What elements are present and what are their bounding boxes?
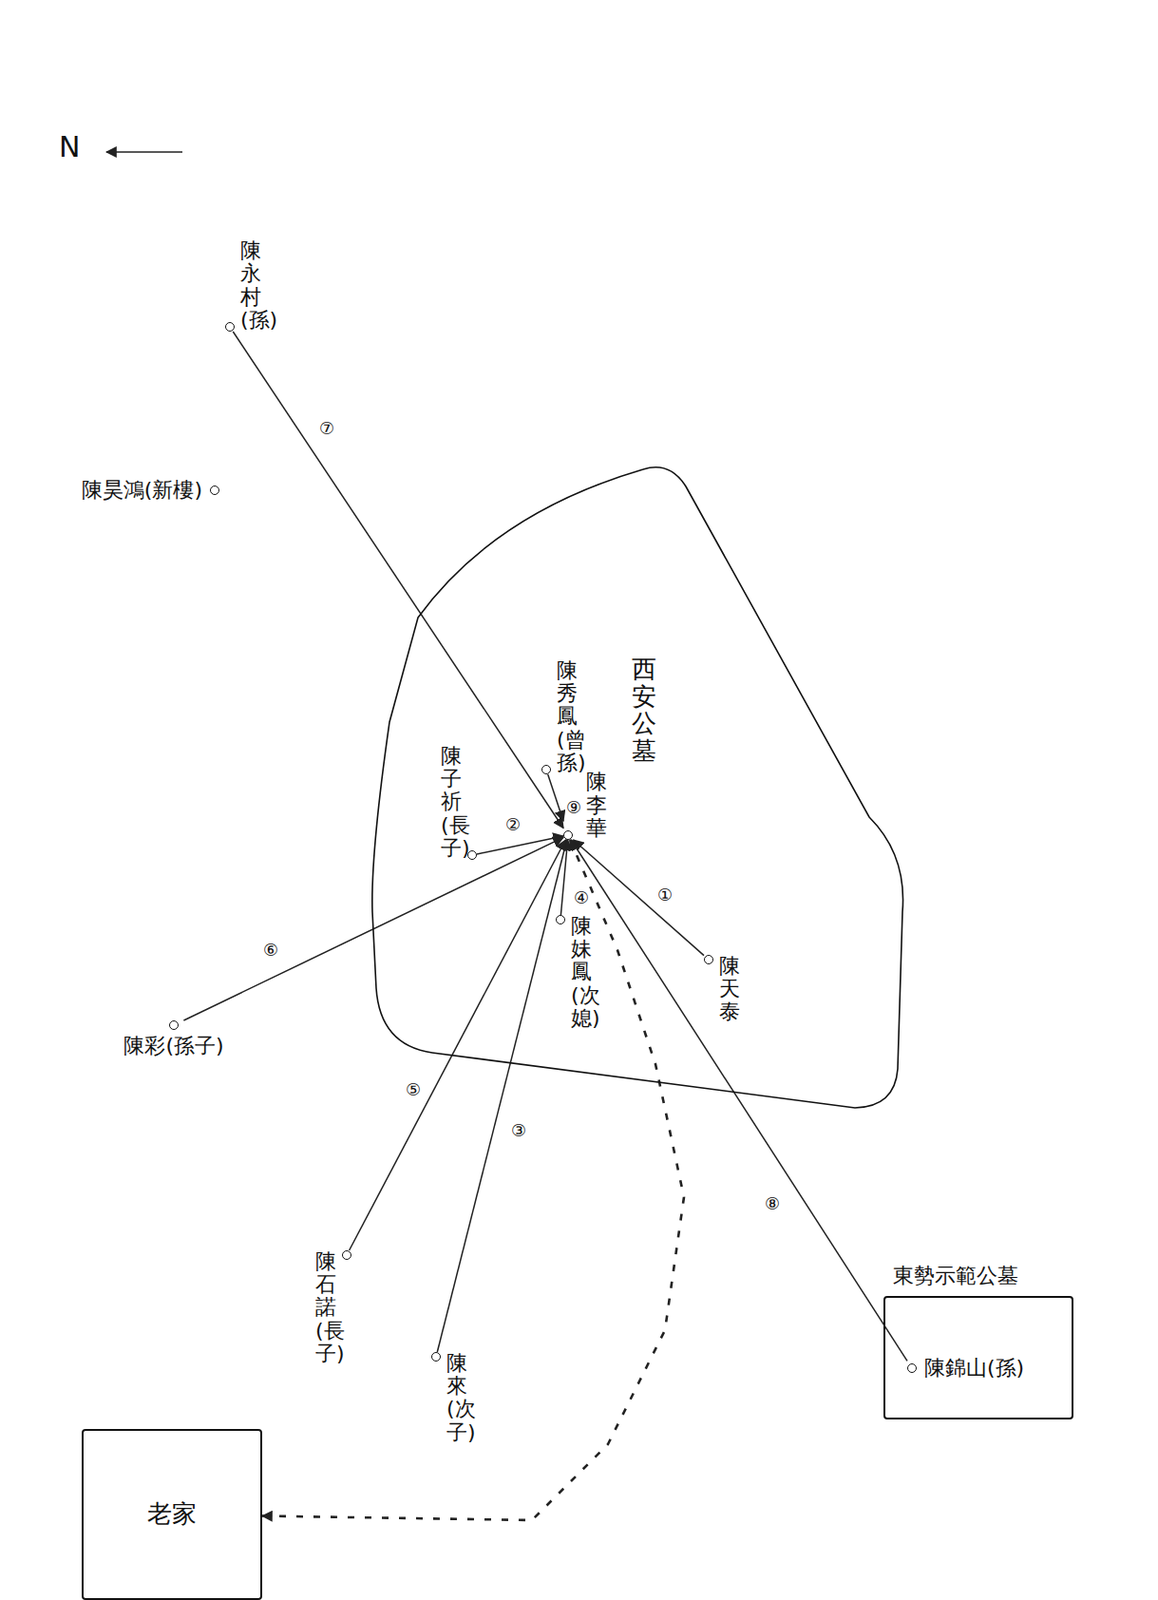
person-name: 陳錦山(孫): [924, 1355, 1025, 1381]
north-arrow: [106, 151, 183, 153]
cemetery-region: 西安公墓陳李華陳秀鳳(曾孫) 陳子祈(長子) 陳妹鳳(次媳) 陳天泰: [368, 463, 911, 1115]
grave-dot: [169, 1020, 179, 1030]
callout-number: ①: [656, 885, 674, 905]
callout-number: ⑨: [565, 797, 583, 817]
grave-marker: 陳妹鳳(次媳): [555, 914, 592, 1030]
grave-marker: 陳彩(孫子): [123, 1020, 224, 1059]
grave-dot: [209, 485, 220, 495]
lineage-line: [560, 839, 568, 915]
grave-dot: [467, 850, 477, 860]
visit-path: [262, 839, 684, 1520]
cemetery-box: 東勢示範公墓陳錦山(孫): [883, 1295, 1074, 1420]
person-name: 陳石諾(長子): [315, 1250, 337, 1366]
callout-number: ③: [510, 1120, 528, 1140]
callout-number: ⑦: [318, 418, 336, 438]
grave-dot: [341, 1250, 352, 1260]
north-label: N: [58, 132, 80, 162]
lineage-line: [232, 331, 564, 829]
grave-marker: 陳子祈(長子): [440, 744, 477, 860]
place-name: 老家: [147, 1499, 197, 1529]
person-name: 陳妹鳳(次媳): [570, 914, 592, 1030]
grave-marker: 陳天泰: [703, 954, 741, 1025]
grave-dot: [703, 954, 714, 965]
lineage-line: [476, 835, 564, 855]
region-outline-path: [372, 467, 904, 1108]
grave-dot: [541, 764, 551, 775]
grave-marker: 陳錦山(孫): [907, 1355, 1025, 1381]
grave-dot: [431, 1351, 441, 1362]
grave-marker: 陳秀鳳(曾孫): [541, 659, 578, 775]
callout-number: ④: [572, 888, 590, 908]
lineage-line: [570, 839, 908, 1361]
person-name: 陳李華: [586, 770, 608, 840]
lineage-line: [436, 839, 567, 1352]
person-name: 陳彩(孫子): [123, 1033, 224, 1059]
person-name: 陳永村(孫): [240, 239, 262, 332]
lineage-line: [349, 839, 567, 1251]
region-name: 西安公墓: [631, 655, 657, 764]
cemetery-name: 東勢示範公墓: [892, 1263, 1019, 1289]
home-box: 老家: [81, 1428, 263, 1600]
person-name: 陳來(次子): [446, 1351, 468, 1444]
callout-number: ⑥: [262, 940, 280, 960]
person-name: 陳天泰: [719, 954, 741, 1025]
grave-marker: 陳昊鴻(新樓): [81, 477, 220, 503]
grave-marker: 陳永村(孫): [225, 239, 262, 332]
grave-marker: 陳石諾(長子): [315, 1250, 352, 1366]
grave-dot: [907, 1363, 917, 1373]
person-name: 陳子祈(長子): [440, 744, 462, 860]
grave-dot: [225, 322, 235, 332]
grave-dot: [555, 914, 566, 925]
callout-number: ⑧: [763, 1194, 781, 1214]
callout-number: ⑤: [404, 1080, 422, 1100]
lineage-line: [573, 839, 704, 956]
lineage-line: [548, 774, 564, 821]
person-name: 陳昊鴻(新樓): [81, 477, 203, 503]
person-name: 陳秀鳳(曾孫): [556, 659, 578, 775]
grave-dot: [563, 830, 573, 840]
grave-marker: 陳來(次子): [431, 1351, 468, 1444]
callout-number: ②: [504, 815, 522, 835]
